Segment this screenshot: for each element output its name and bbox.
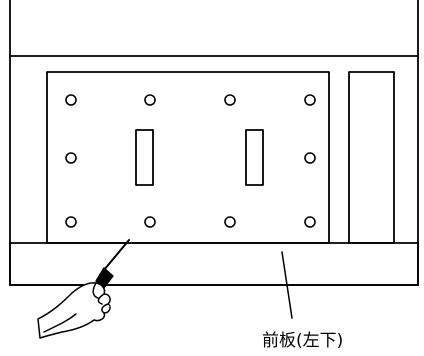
slot-left	[135, 129, 154, 186]
screw-hole	[304, 152, 316, 164]
screw-hole	[65, 152, 77, 164]
screw-hole	[65, 216, 77, 228]
right-column	[348, 71, 395, 244]
screw-hole	[144, 216, 156, 228]
screw-hole	[224, 94, 236, 106]
inner-panel	[46, 71, 330, 244]
screwdriver-icon	[95, 239, 130, 289]
screw-hole	[304, 94, 316, 106]
screw-holes	[65, 94, 316, 228]
screw-hole	[304, 216, 316, 228]
screw-hole	[224, 216, 236, 228]
callout-label: 前板(左下)	[262, 331, 343, 351]
hand-icon	[37, 282, 111, 339]
front-panel-strip	[9, 242, 419, 286]
screw-hole	[65, 94, 77, 106]
screw-hole	[144, 94, 156, 106]
slot-right	[245, 129, 264, 186]
callout-leader-line	[281, 251, 293, 319]
